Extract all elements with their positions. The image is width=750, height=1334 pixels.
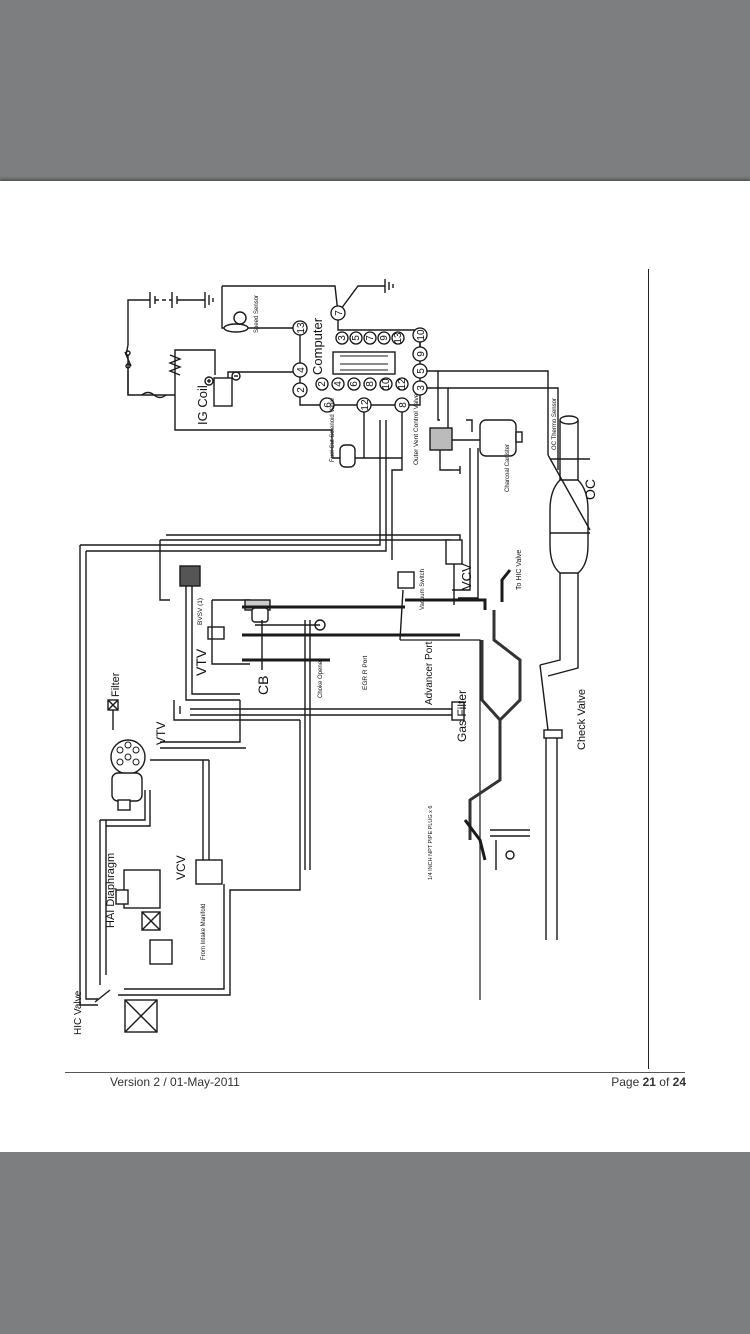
svg-text:8: 8: [365, 381, 376, 387]
svg-text:10: 10: [416, 329, 427, 341]
pin-10-bottom: 10: [379, 377, 393, 391]
label-choke-opener: Choke Opener: [318, 659, 324, 698]
label-to-hic: To HIC Valve: [516, 550, 523, 590]
footer-divider: [65, 1072, 685, 1073]
document-page[interactable]: 7 13 4 2 6 12 8 3 5 9 10 3 5 7 9 13 2 4 …: [0, 181, 750, 1152]
pin-13-top: 13: [391, 331, 405, 345]
svg-text:5: 5: [416, 368, 427, 374]
pin-12-outer: 12: [356, 397, 372, 413]
label-vtv-lower: VTV: [154, 722, 168, 745]
pin-2-outer: 2: [292, 382, 308, 398]
label-outer-vent: Outer Vent Control Valve: [413, 393, 420, 465]
vtv-round: [110, 739, 146, 775]
pin-7-top: 7: [363, 331, 377, 345]
label-vtv-upper: VTV: [193, 648, 209, 676]
label-filter: Filter: [110, 672, 122, 697]
svg-text:9: 9: [416, 351, 427, 357]
pin-9-outer: 9: [412, 346, 428, 362]
vcv-lower: [195, 859, 223, 885]
label-speed-sensor: Speed Sensor: [254, 295, 260, 333]
pin-5-outer: 5: [412, 363, 428, 379]
svg-text:12: 12: [360, 399, 371, 411]
battery-wire: [127, 299, 150, 345]
svg-text:6: 6: [349, 381, 360, 387]
svg-text:13: 13: [296, 322, 307, 334]
pin-9-top: 9: [377, 331, 391, 345]
bvsv-valve: [179, 565, 201, 587]
label-vcv-upper: VCV: [459, 563, 474, 590]
footer-version: Version 2 / 01-May-2011: [110, 1075, 240, 1089]
svg-text:2: 2: [317, 381, 328, 387]
pin-8-outer: 8: [394, 397, 410, 413]
svg-text:4: 4: [296, 367, 307, 373]
check-valve: [543, 729, 563, 739]
pin-5-top: 5: [349, 331, 363, 345]
label-hai: HAI Diaphragm: [105, 853, 117, 928]
pin-8-bottom: 8: [363, 377, 377, 391]
page-current: 21: [642, 1075, 656, 1089]
label-oc: OC: [582, 479, 598, 500]
label-advancer-port: Advancer Port: [424, 641, 435, 705]
label-vcv-lower: VCV: [174, 855, 188, 880]
viewer-top-bar: [0, 0, 750, 181]
svg-text:12: 12: [397, 378, 408, 390]
vacuum-switch: [397, 571, 415, 589]
svg-text:8: 8: [398, 402, 409, 408]
pin-3-outer: 3: [412, 380, 428, 396]
pin-6-bottom: 6: [347, 377, 361, 391]
label-charcoal: Charcoal Canister: [505, 444, 511, 492]
svg-text:2: 2: [296, 387, 307, 393]
label-computer: Computer: [310, 317, 325, 375]
svg-text:10: 10: [381, 378, 392, 390]
outer-vent-control-valve: [429, 427, 453, 451]
svg-text:3: 3: [416, 385, 427, 391]
pin-3-top: 3: [335, 331, 349, 345]
pin-12-bottom: 12: [395, 377, 409, 391]
label-oc-thermo: OC Thermo Sensor: [552, 398, 558, 450]
page-of: of: [655, 1075, 673, 1089]
label-from-intake: From Intake Manifold: [201, 904, 207, 960]
label-fuel-cut: Fuel Cut Solenoid Valve: [330, 397, 336, 462]
hai-diaphragm: [123, 869, 161, 909]
svg-text:13: 13: [393, 332, 404, 344]
svg-text:3: 3: [337, 335, 348, 341]
label-hic-valve: HIC Valve: [73, 990, 84, 1035]
svg-text:6: 6: [323, 402, 334, 408]
label-bvsv: BVSV (1): [197, 598, 204, 625]
svg-text:5: 5: [351, 335, 362, 341]
label-egr-port: EGR R Port: [362, 655, 369, 690]
viewer-bottom-bar: [0, 1152, 750, 1334]
pin-13-outer: 13: [292, 320, 308, 336]
svg-text:7: 7: [334, 310, 345, 316]
label-check-valve: Check Valve: [576, 689, 588, 750]
svg-text:4: 4: [333, 381, 344, 387]
label-npt-plug: 1/4 INCH NPT PIPE PLUG x 6: [428, 806, 434, 880]
pin-2-bottom: 2: [315, 377, 329, 391]
fuel-cut-solenoid: [339, 444, 356, 468]
page-prefix: Page: [611, 1075, 643, 1089]
pin-4-outer: 4: [292, 362, 308, 378]
vacuum-wiring-diagram: 7 13 4 2 6 12 8 3 5 9 10 3 5 7 9 13 2 4 …: [73, 279, 598, 1035]
vcv-upper: [445, 539, 463, 565]
computer-pins: 7 13 4 2 6 12 8 3 5 9 10 3 5 7 9 13 2 4 …: [292, 305, 428, 413]
label-ig-coil: IG Coil: [195, 385, 210, 425]
svg-text:7: 7: [365, 335, 376, 341]
pin-7: 7: [330, 305, 346, 321]
label-cb: CB: [255, 676, 271, 695]
pin-10-outer: 10: [412, 327, 428, 343]
page-total: 24: [672, 1075, 686, 1089]
label-vacuum-switch: Vacuum Switch: [420, 569, 426, 610]
label-gas-filter: Gas Filter: [455, 690, 469, 742]
page-margin-rule: [648, 269, 649, 1069]
pin-6-outer: 6: [319, 397, 335, 413]
svg-text:9: 9: [379, 335, 390, 341]
hic-valve: [149, 939, 173, 965]
gas-filter-body: [451, 701, 465, 721]
computer-connector: [332, 351, 396, 375]
pin-4-bottom: 4: [331, 377, 345, 391]
footer-page-number: Page 21 of 24: [611, 1075, 686, 1089]
